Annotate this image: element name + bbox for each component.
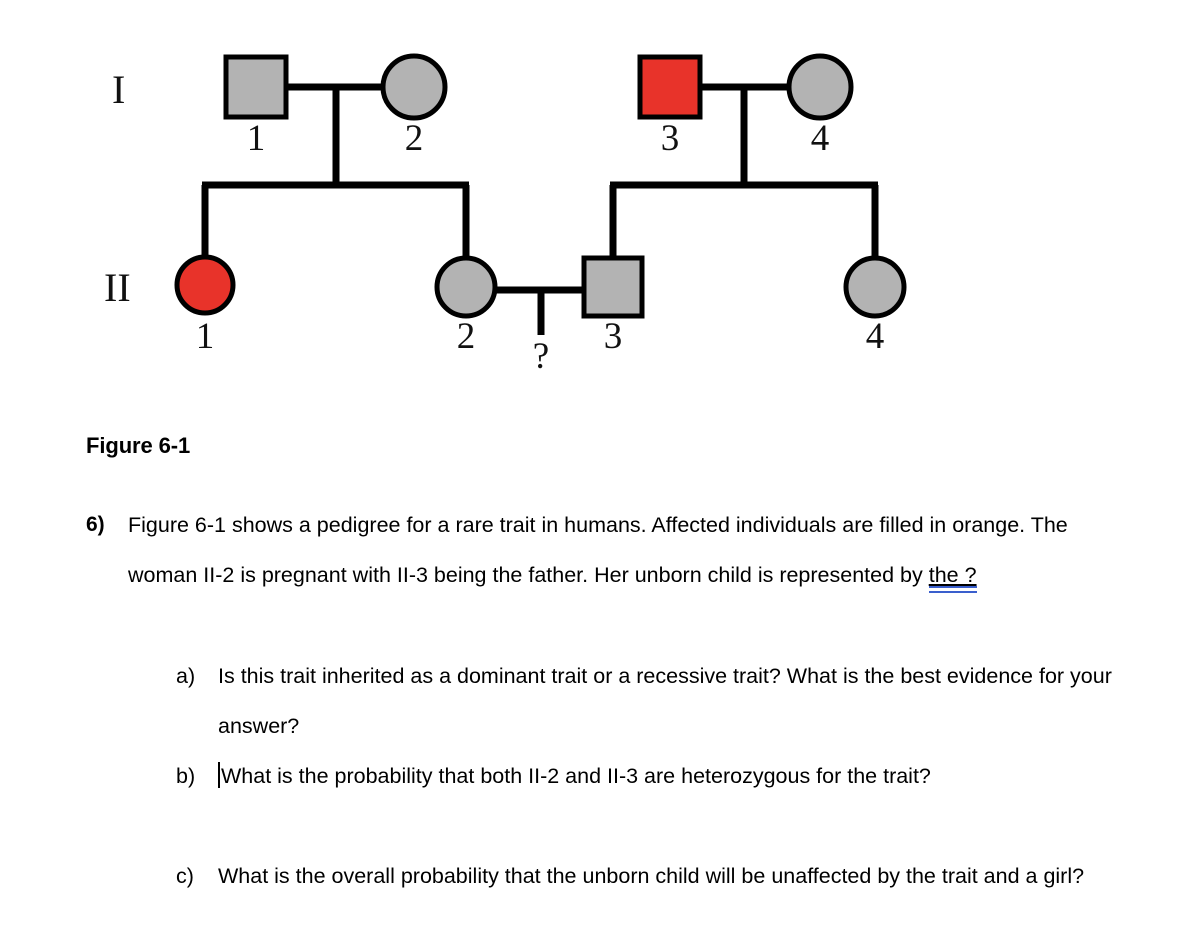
sub-question-b-marker: b) — [176, 764, 196, 788]
generation-label-II: II — [104, 265, 131, 310]
sub-question-c-marker: c) — [176, 864, 194, 888]
text-cursor-caret — [218, 762, 220, 788]
sub-question-b: b) What is the probability that both II-… — [176, 751, 1126, 801]
individual-II-4-number: 4 — [866, 316, 885, 357]
sub-question-list: a) Is this trait inherited as a dominant… — [176, 651, 1126, 901]
question-number: 6) — [86, 513, 105, 536]
figure-caption: Figure 6-1 — [86, 433, 191, 458]
sub-question-a: a) Is this trait inherited as a dominant… — [176, 651, 1126, 751]
sub-question-b-text: What is the probability that both II-2 a… — [221, 764, 931, 788]
sub-question-b-body: What is the probability that both II-2 a… — [218, 751, 1126, 801]
individual-II-3-symbol[interactable] — [581, 255, 645, 319]
sub-question-c: c) What is the overall probability that … — [176, 851, 1126, 901]
individual-I-4-symbol[interactable] — [786, 53, 854, 121]
individual-I-2-number: 2 — [405, 118, 424, 159]
unborn-child-question-mark: ? — [533, 336, 549, 377]
individual-I-1-symbol[interactable] — [223, 54, 289, 120]
individual-II-2-symbol[interactable] — [434, 255, 498, 319]
individual-I-2-symbol[interactable] — [380, 53, 448, 121]
individual-I-3-number: 3 — [661, 118, 680, 159]
individual-I-3-symbol[interactable] — [637, 54, 703, 120]
individual-I-1-number: 1 — [247, 118, 266, 159]
individual-II-4-symbol[interactable] — [843, 255, 907, 319]
question-6: 6) Figure 6-1 shows a pedigree for a rar… — [86, 500, 1121, 600]
pedigree-diagram: I II ? 1 2 3 4 — [104, 53, 907, 377]
sub-question-c-text: What is the overall probability that the… — [218, 864, 1085, 888]
sub-question-a-text: Is this trait inherited as a dominant tr… — [218, 664, 1112, 738]
question-text: Figure 6-1 shows a pedigree for a rare t… — [128, 500, 1121, 600]
unborn-child-underlined-term[interactable]: the ? — [928, 563, 977, 587]
sub-question-a-marker: a) — [176, 664, 196, 688]
pedigree-figure: I II ? 1 2 3 4 — [0, 0, 1180, 400]
individual-II-2-number: 2 — [457, 316, 476, 357]
question-text-body: Figure 6-1 shows a pedigree for a rare t… — [128, 513, 1068, 587]
generation-label-I: I — [112, 67, 125, 112]
individual-II-1-number: 1 — [196, 316, 215, 357]
individual-II-1-symbol[interactable] — [174, 254, 236, 316]
individual-II-3-number: 3 — [604, 316, 623, 357]
individual-I-4-number: 4 — [811, 118, 830, 159]
